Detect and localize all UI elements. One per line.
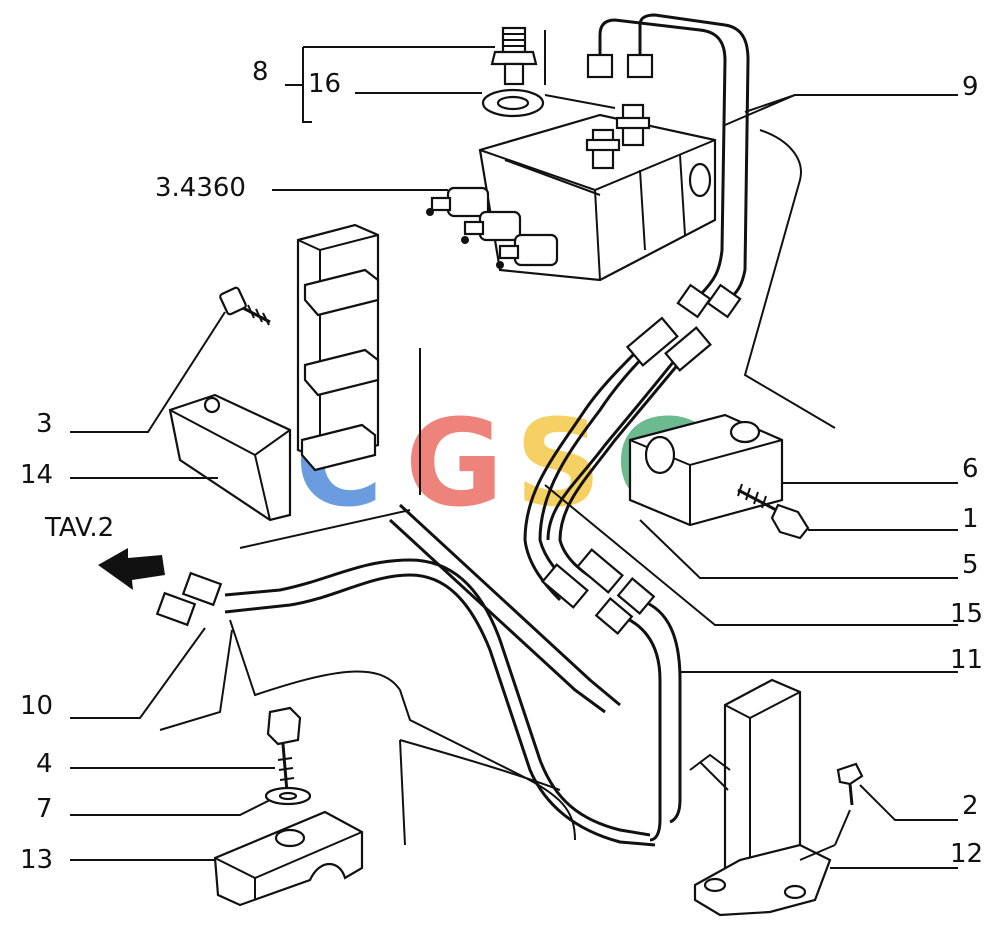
pipe-11-right-nut-2 — [616, 577, 656, 615]
clamp-13 — [213, 810, 364, 907]
bracket-clamp-1 — [303, 268, 380, 317]
callout-3: 3 — [36, 409, 53, 439]
sealing-washer-16 — [481, 88, 545, 118]
pipe-9-nut-2 — [626, 53, 654, 79]
callout-3-4360: 3.4360 — [155, 173, 246, 203]
callout-5: 5 — [962, 550, 979, 580]
leader-2 — [859, 784, 958, 821]
assembly-arrow-12 — [689, 753, 731, 791]
callout-11: 11 — [950, 645, 983, 675]
pipe-11-left-nut-2 — [155, 591, 197, 627]
hose-15-end-1 — [625, 316, 679, 367]
callout-7: 7 — [36, 794, 53, 824]
pipe-9-lower-fitting-1 — [676, 283, 712, 319]
leader-3 — [70, 311, 226, 433]
callout-9: 9 — [962, 72, 979, 102]
valve-spool-1 — [426, 186, 490, 218]
callout-1: 1 — [962, 504, 979, 534]
clamp-6-bore-1 — [644, 435, 676, 475]
leader-lines — [70, 46, 958, 869]
callout-10: 10 — [20, 691, 53, 721]
hoses-15 — [523, 316, 712, 609]
bracket-clamp-3 — [300, 423, 377, 472]
valve-section-1 — [639, 169, 646, 251]
leader-8 — [302, 46, 495, 123]
leader-5 — [639, 519, 958, 579]
bracket-14-hole — [203, 396, 221, 414]
frame-lower-contour — [229, 619, 576, 841]
washer-to-valve-leader — [544, 94, 616, 109]
bolt-1 — [737, 483, 810, 540]
frame-lower-curve — [399, 739, 561, 791]
bolt-4 — [266, 706, 302, 793]
callout-13: 13 — [20, 845, 53, 875]
leader-10 — [70, 627, 206, 719]
callout-14: 14 — [20, 460, 53, 490]
callout-16: 16 — [308, 69, 341, 99]
valve-section-3 — [504, 159, 601, 196]
clamp-13-hole — [274, 828, 306, 848]
washer-7 — [264, 786, 312, 806]
pipes-11 — [155, 503, 682, 847]
pipes-9 — [586, 13, 750, 319]
pipe-11-right-nut-1 — [594, 597, 634, 635]
screw-3 — [219, 286, 271, 326]
callout-labels: 8 16 3.4360 9 3 14 6 1 5 15 11 10 4 7 2 … — [20, 57, 983, 875]
support-post-12 — [693, 678, 832, 917]
leader-7 — [70, 799, 271, 816]
leader-15 — [544, 484, 958, 626]
pipe-9-nut-1 — [586, 53, 614, 79]
callout-12: 12 — [950, 839, 983, 869]
callout-15: 15 — [950, 599, 983, 629]
tav2-reference-arrow — [98, 548, 165, 590]
valve-side-port — [688, 162, 712, 198]
valve-front-edge — [594, 189, 601, 281]
frame-rear-contour — [743, 129, 836, 429]
screw-2 — [799, 762, 864, 861]
hose-15-end-4 — [576, 548, 624, 594]
control-valve-assembly — [426, 103, 717, 282]
clamp-block-6 — [628, 413, 784, 527]
valve-top-fitting-1 — [585, 128, 621, 170]
callout-6: 6 — [962, 454, 979, 484]
callout-4: 4 — [36, 749, 53, 779]
pipe-9-lower-fitting-2 — [706, 283, 742, 319]
direction-arrow-icon — [98, 548, 165, 590]
post-12-hole-2 — [783, 884, 807, 900]
hose-15-end-2 — [664, 326, 712, 372]
valve-spool-3 — [496, 233, 559, 269]
frame-lower-vertical — [399, 739, 406, 846]
clamp-6-bore-2 — [729, 420, 761, 444]
fitting-8 — [490, 26, 538, 86]
post-12-hole-1 — [703, 877, 727, 893]
tractor-frame-outline — [229, 129, 836, 846]
hose-15-end-3 — [541, 563, 589, 609]
watermark-letter-g: G — [405, 395, 504, 534]
leader-10b — [159, 629, 233, 731]
valve-section-2 — [679, 154, 686, 236]
callout-2: 2 — [962, 791, 979, 821]
tav2-reference-label: TAV.2 — [44, 513, 114, 543]
leader-9 — [724, 94, 958, 126]
valve-top-fitting-2 — [615, 103, 651, 147]
valve-spool-2 — [461, 210, 522, 244]
pipe-11-left-nut-1 — [181, 571, 223, 607]
bracket-14 — [168, 223, 380, 522]
frame-left-edge — [239, 509, 411, 549]
callout-8: 8 — [252, 57, 269, 87]
bracket-clamp-2 — [303, 348, 380, 397]
